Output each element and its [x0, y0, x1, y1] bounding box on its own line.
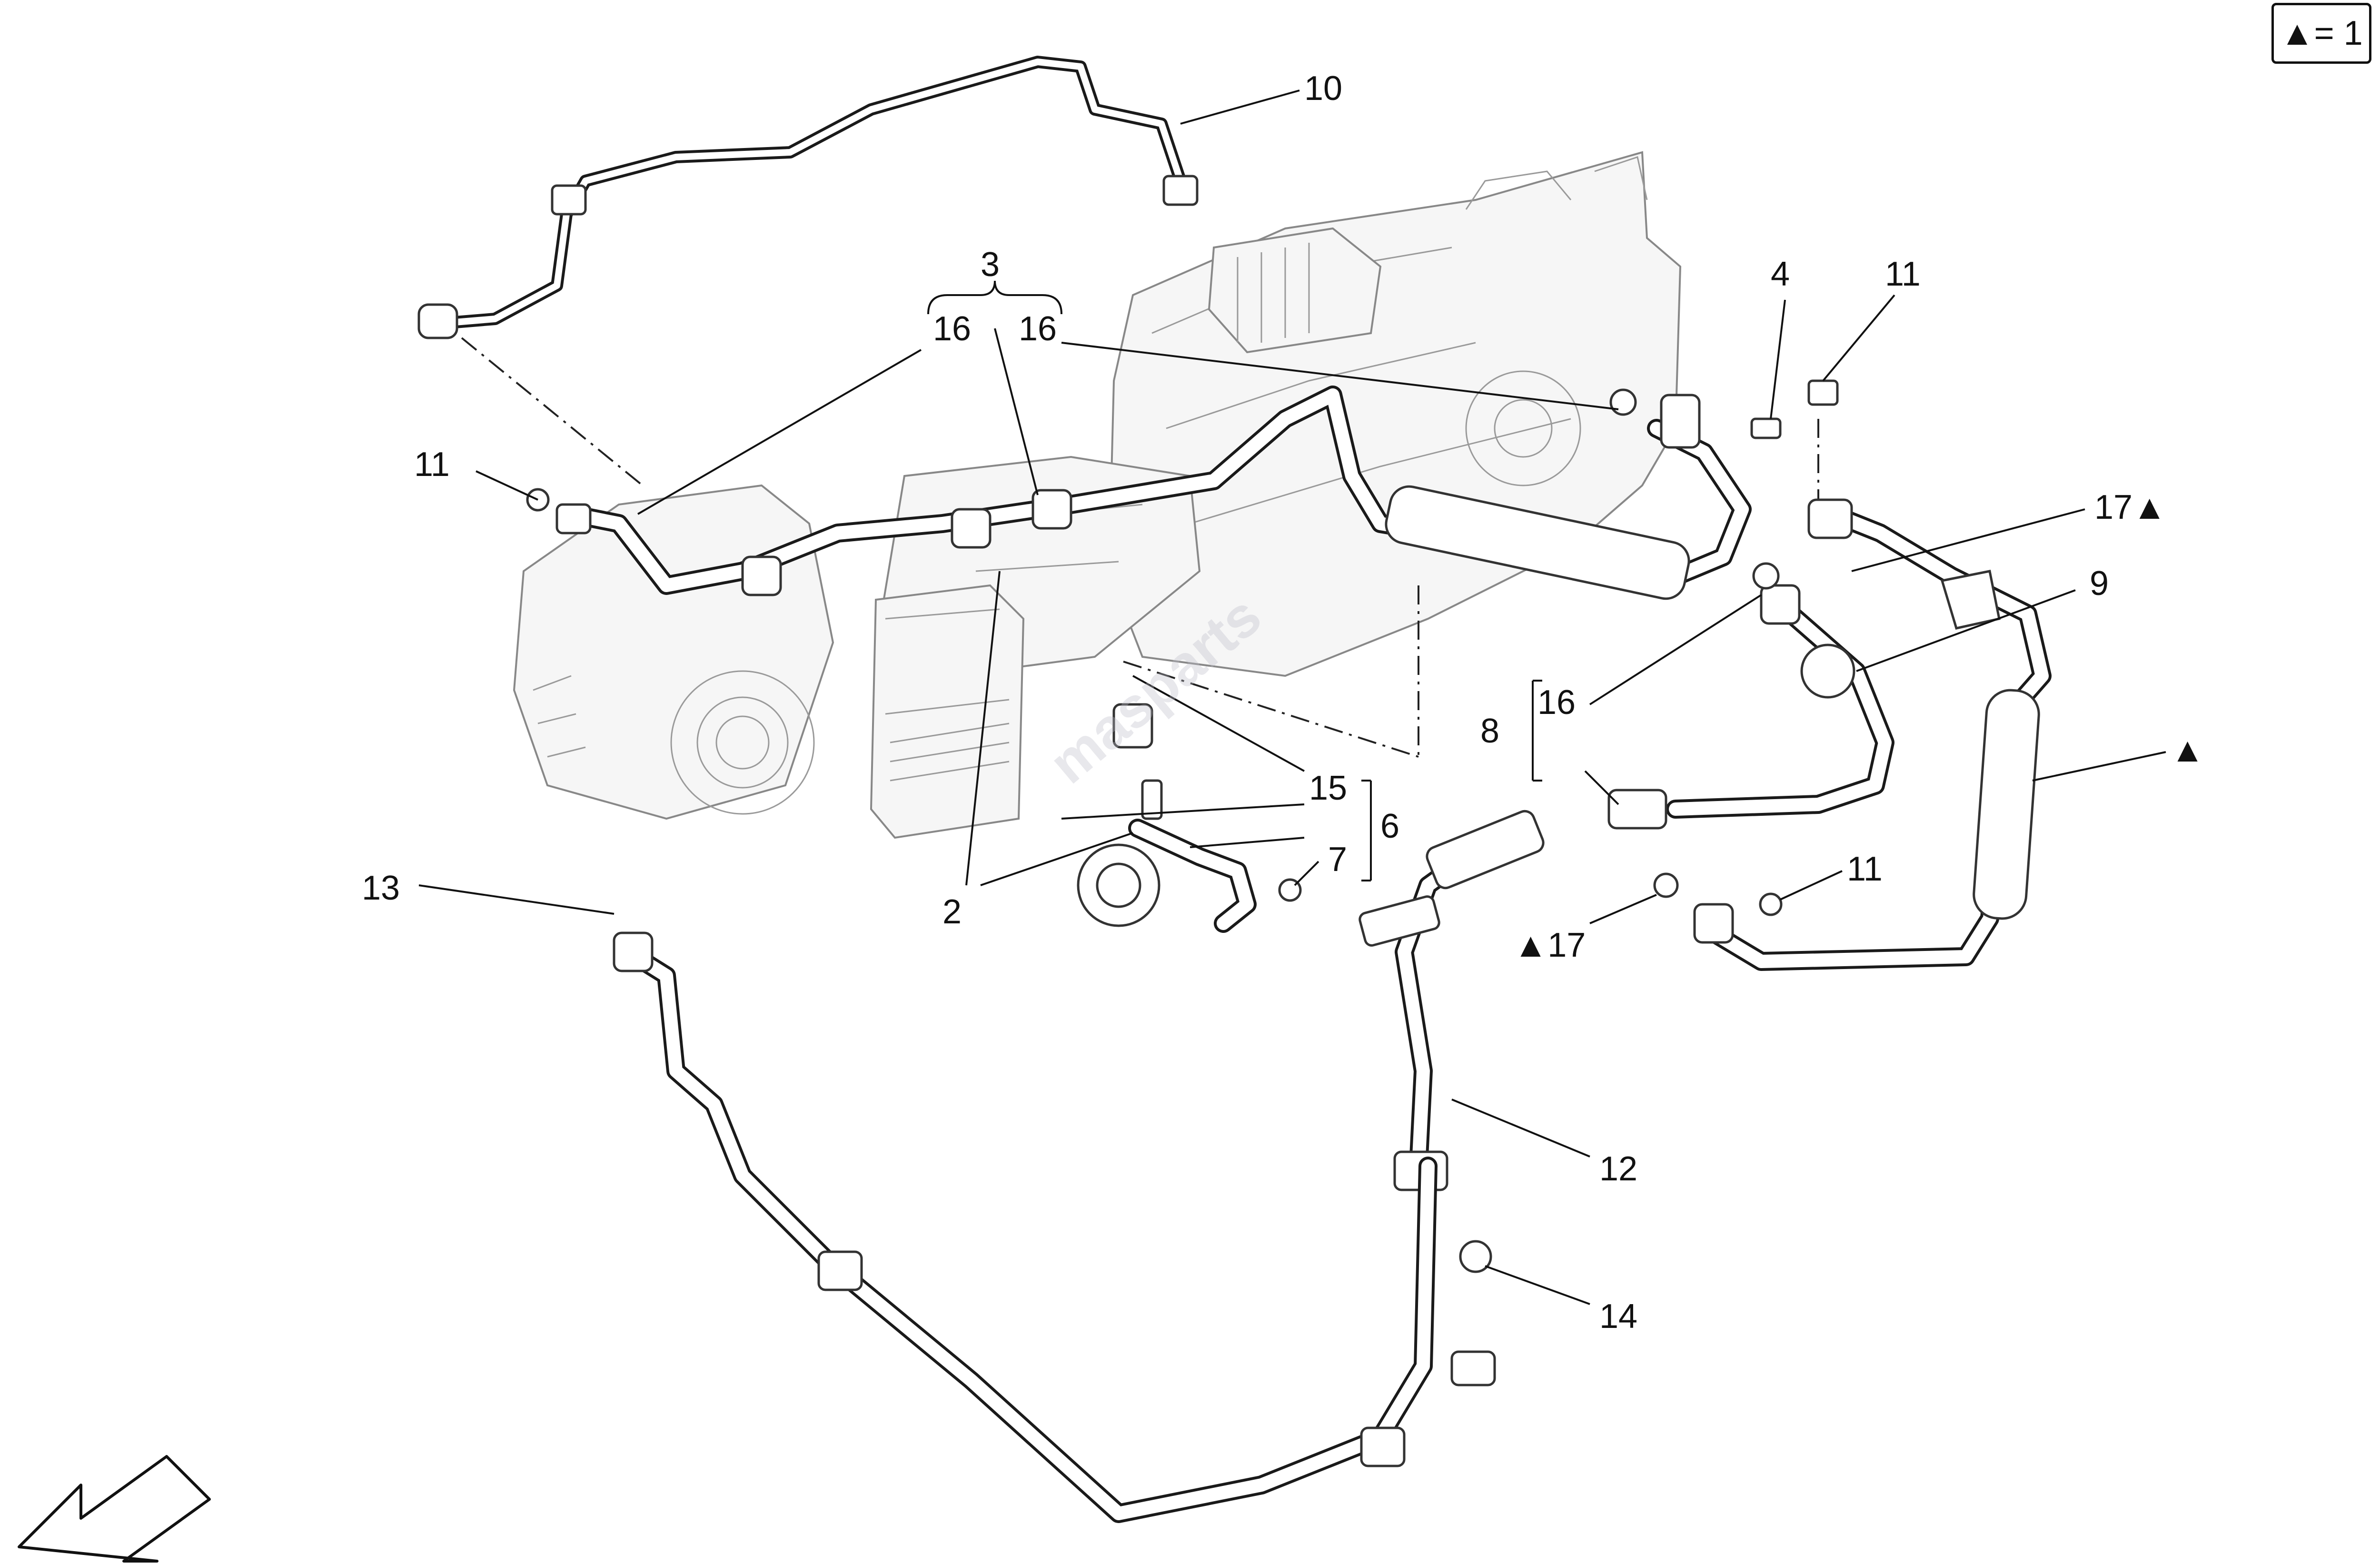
callout-labels: 10 3 16 16 4 11 11 17▲ 9 16 8 ▲ 15 6 7 2… [362, 69, 2204, 1336]
leader-lines [418, 89, 2166, 1305]
callout-14: 14 [1599, 1297, 1637, 1336]
pipe-6 [1077, 703, 1257, 933]
callout-17-bottom: ▲17 [1514, 926, 1586, 964]
alignment-lines [461, 337, 1819, 758]
callout-11-bottom: 11 [1847, 850, 1883, 888]
pipe-12 [1359, 810, 1545, 1273]
callout-17-top: 17▲ [2094, 488, 2166, 526]
legend-text: ▲= 1 [2280, 14, 2363, 52]
legend-box: ▲= 1 [2271, 3, 2371, 64]
callout-16-left: 16 [933, 310, 971, 348]
callout-11-top: 11 [1885, 255, 1921, 293]
pipe-9 [1607, 584, 1894, 830]
callout-8: 8 [1480, 712, 1499, 750]
pipe-3 [555, 386, 1752, 600]
pipe-10 [417, 56, 1199, 339]
fasteners [526, 379, 1839, 916]
pipe-13 [613, 931, 1496, 1523]
front-arrow-icon [18, 1455, 211, 1563]
hose-17 [1693, 498, 2052, 971]
callout-triangle: ▲ [2171, 731, 2204, 769]
callout-4: 4 [1771, 255, 1790, 293]
callout-16-right: 16 [1019, 310, 1057, 348]
callout-10: 10 [1304, 69, 1342, 108]
cover-module [870, 584, 1025, 839]
callout-12: 12 [1599, 1150, 1637, 1188]
callout-16-mid: 16 [1537, 683, 1576, 722]
callout-9: 9 [2090, 564, 2109, 603]
callout-6: 6 [1380, 807, 1399, 845]
callout-15: 15 [1309, 769, 1347, 807]
callout-7: 7 [1328, 841, 1347, 879]
callout-2: 2 [942, 893, 962, 931]
callout-11-left: 11 [414, 445, 450, 484]
callout-3: 3 [981, 246, 1000, 284]
callout-13: 13 [362, 869, 400, 907]
transfer-case [513, 484, 834, 820]
